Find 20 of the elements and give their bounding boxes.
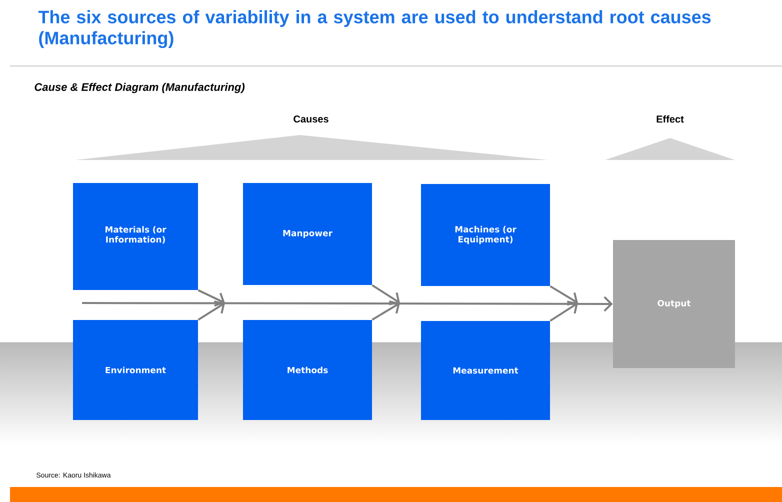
arrow xyxy=(198,289,225,307)
node-label: Effect xyxy=(656,115,684,123)
effect-box: Output xyxy=(613,240,735,368)
arrow xyxy=(372,300,400,321)
arrow xyxy=(198,300,225,321)
node-label: Causes xyxy=(294,115,328,123)
heading-triangle: Causes xyxy=(75,115,548,160)
subtitle: Cause & Effect Diagram (Manufacturing) xyxy=(34,82,245,94)
cause-box: Environment xyxy=(73,320,198,420)
arrow xyxy=(372,284,400,306)
arrow xyxy=(550,285,578,306)
cause-box: Manpower xyxy=(243,183,372,285)
heading-triangle: Effect xyxy=(605,115,735,160)
arrow xyxy=(82,296,613,312)
title: The six sources of variability in a system are used to understand root causes (Manufacturing) xyxy=(38,10,711,48)
cause-box: Measurement xyxy=(421,320,550,420)
arrow xyxy=(550,300,578,322)
cause-box: Materials (or Information) xyxy=(73,183,198,290)
cause-box: Machines (or Equipment) xyxy=(421,184,550,286)
cause-box: Methods xyxy=(243,320,372,420)
